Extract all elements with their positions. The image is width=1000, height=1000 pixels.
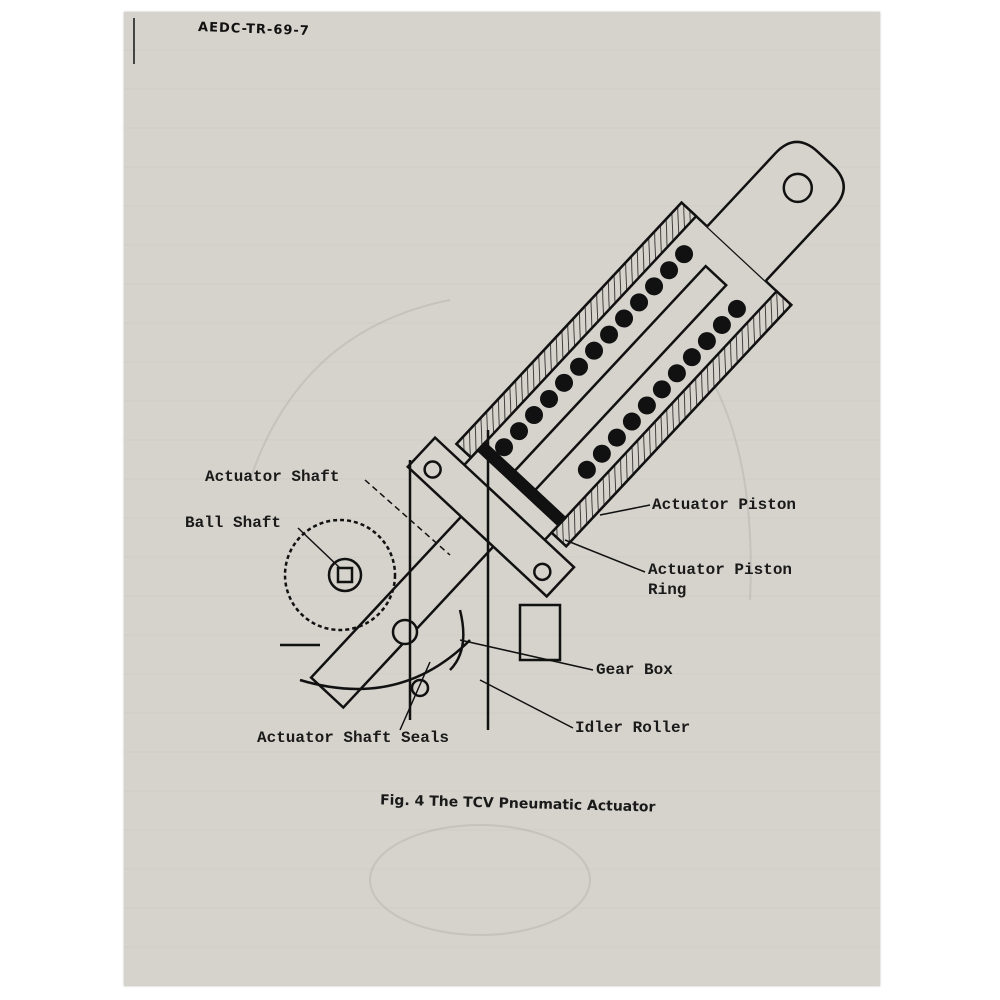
- gear: [283, 518, 397, 632]
- label-actuator-shaft: Actuator Shaft: [205, 468, 340, 486]
- label-idler-roller: Idler Roller: [575, 719, 691, 737]
- label-actuator-piston-ring-2: Ring: [648, 581, 687, 599]
- clevis: [706, 140, 845, 282]
- margin-mark: [133, 18, 135, 64]
- label-actuator-piston-ring-1: Actuator Piston: [648, 561, 793, 579]
- label-ball-shaft: Ball Shaft: [185, 514, 282, 532]
- label-actuator-shaft-seals: Actuator Shaft Seals: [257, 729, 450, 747]
- label-actuator-piston: Actuator Piston: [652, 496, 797, 514]
- piston-balls: [495, 245, 746, 479]
- label-gear-box: Gear Box: [596, 661, 673, 679]
- ball-shaft: [327, 557, 363, 593]
- leader-lines: [297, 479, 651, 731]
- idler-roller: [391, 618, 419, 646]
